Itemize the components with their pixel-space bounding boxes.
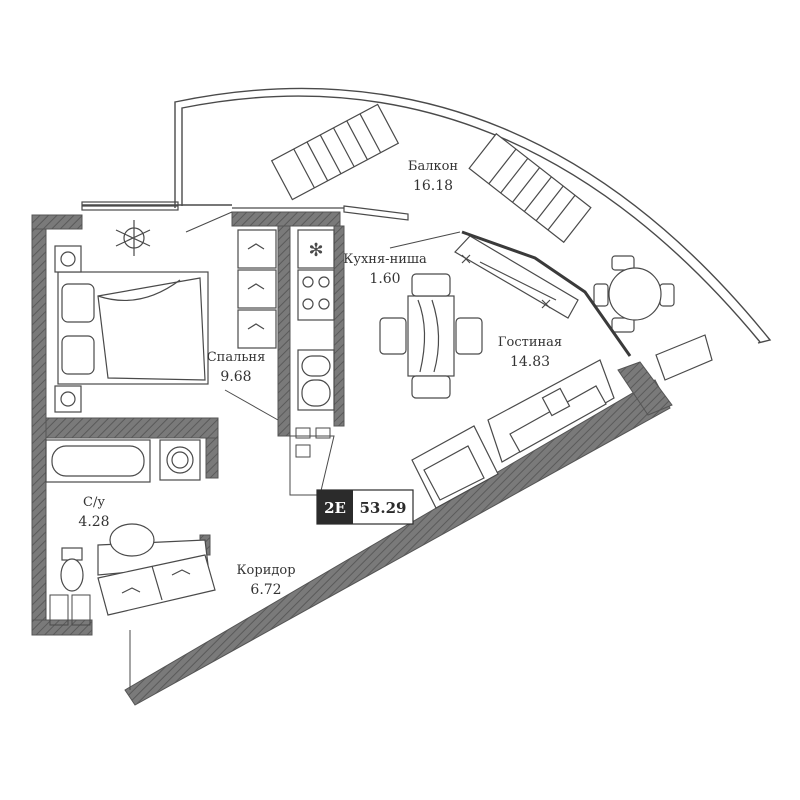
window-bench	[454, 235, 579, 319]
balcony-lounger-right	[468, 132, 592, 244]
kitchen-name: Кухня-ниша	[343, 252, 427, 267]
apartment-type: 2E	[324, 499, 346, 517]
living-area: 14.83	[510, 354, 550, 370]
label-kitchen: Кухня-ниша 1.60	[343, 252, 427, 287]
walls	[31, 211, 673, 706]
balcony-area: 16.18	[413, 178, 453, 194]
washing-machine	[159, 439, 201, 481]
label-bathroom: С/у 4.28	[78, 495, 109, 530]
label-corridor: Коридор 6.72	[236, 563, 295, 598]
bedroom-name: Спальня	[207, 350, 266, 365]
bathtub	[45, 439, 151, 483]
label-balcony: Балкон 16.18	[408, 159, 458, 194]
balcony-name: Балкон	[408, 159, 458, 174]
living-window	[461, 230, 632, 357]
sofa	[487, 359, 615, 463]
label-living: Гостиная 14.83	[498, 335, 562, 370]
balcony-table	[593, 255, 675, 333]
balcony-outline	[82, 87, 772, 344]
corridor-cabinets	[97, 554, 216, 616]
apartment-badge: 2E 53.29	[316, 489, 414, 525]
bedroom-area: 9.68	[220, 369, 251, 385]
bathroom-area: 4.28	[78, 514, 109, 530]
svg-text:✻: ✻	[308, 240, 323, 261]
total-area: 53.29	[360, 499, 407, 517]
label-bedroom: Спальня 9.68	[207, 350, 266, 385]
dining-table	[379, 273, 483, 399]
corridor-name: Коридор	[236, 563, 295, 578]
balcony-lounger-left	[270, 103, 400, 201]
plant-icon	[115, 220, 151, 256]
kitchen-unit: ✻	[297, 229, 335, 411]
bathroom-name: С/у	[83, 495, 105, 510]
toilet	[60, 547, 84, 592]
bed	[57, 271, 209, 385]
armchair	[411, 425, 499, 509]
balcony-bench	[655, 334, 713, 381]
corridor-area: 6.72	[250, 582, 281, 598]
living-name: Гостиная	[498, 335, 562, 350]
kitchen-area: 1.60	[369, 271, 400, 287]
balcony-windows	[81, 201, 409, 221]
wardrobe	[237, 229, 277, 349]
nightstands	[54, 245, 82, 413]
